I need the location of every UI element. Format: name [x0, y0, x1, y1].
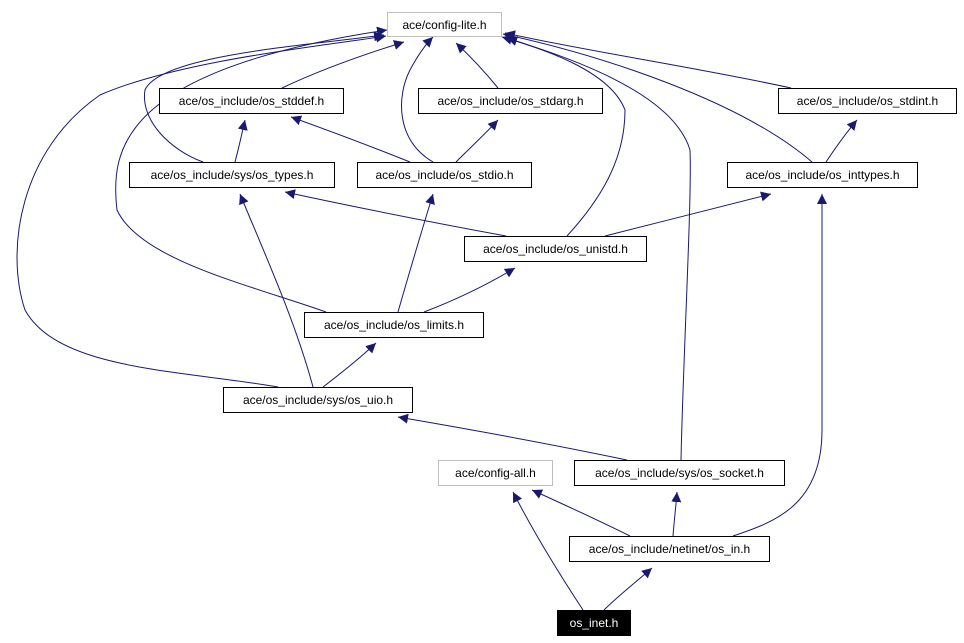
edge-netinet-os-in-to-sys-os-socket: [671, 491, 682, 537]
node-config-all[interactable]: ace/config-all.h: [438, 460, 553, 486]
edge-os-unistd-to-config-lite: [501, 34, 626, 237]
edge-os-inet-to-netinet-os-in: [603, 567, 653, 611]
edge-netinet-os-in-to-config-all: [531, 489, 631, 537]
node-os-stdarg[interactable]: ace/os_include/os_stdarg.h: [418, 88, 603, 114]
edge-sys-os-uio-to-config-lite: [16, 32, 387, 388]
node-os-limits[interactable]: ace/os_include/os_limits.h: [304, 312, 484, 338]
node-sys-os-uio[interactable]: ace/os_include/sys/os_uio.h: [223, 387, 413, 413]
edge-os-unistd-to-os-inttypes: [604, 191, 772, 237]
edge-os-limits-to-os-stdio: [397, 193, 435, 313]
edge-os-stdarg-to-config-lite: [455, 42, 499, 89]
edge-sys-os-uio-to-os-limits: [322, 342, 377, 388]
edge-os-stdio-to-os-stddef: [290, 115, 411, 163]
edge-sys-os-socket-to-config-lite: [506, 36, 691, 461]
node-netinet-os-in[interactable]: ace/os_include/netinet/os_in.h: [569, 536, 770, 562]
node-os-stdio[interactable]: ace/os_include/os_stdio.h: [357, 162, 532, 188]
node-sys-os-types[interactable]: ace/os_include/sys/os_types.h: [129, 162, 335, 188]
edge-sys-os-socket-to-sys-os-uio: [397, 413, 628, 461]
node-os-stddef[interactable]: ace/os_include/os_stddef.h: [159, 88, 344, 114]
edge-os-inet-to-config-all: [512, 491, 584, 611]
edge-os-limits-to-config-lite: [115, 26, 388, 313]
node-config-lite[interactable]: ace/config-lite.h: [387, 12, 502, 37]
edge-sys-os-uio-to-sys-os-types: [239, 193, 314, 388]
node-sys-os-socket[interactable]: ace/os_include/sys/os_socket.h: [574, 460, 785, 486]
edge-os-inttypes-to-config-lite: [502, 31, 813, 163]
edge-os-inttypes-to-os-stdint: [825, 119, 858, 163]
edge-os-stdint-to-config-lite: [504, 30, 792, 89]
node-os-inet[interactable]: os_inet.h: [557, 610, 631, 636]
edge-sys-os-types-to-os-stddef: [234, 119, 248, 163]
edge-os-unistd-to-sys-os-types: [284, 189, 507, 237]
edge-os-stdio-to-os-stdarg: [455, 119, 499, 163]
edge-netinet-os-in-to-os-inttypes: [732, 194, 827, 537]
edge-os-stddef-to-config-lite: [281, 40, 405, 89]
node-os-inttypes[interactable]: ace/os_include/os_inttypes.h: [727, 162, 918, 188]
edge-os-stdio-to-config-lite: [401, 36, 434, 163]
node-os-stdint[interactable]: ace/os_include/os_stdint.h: [778, 88, 957, 114]
edge-sys-os-types-to-config-lite: [143, 31, 385, 163]
edge-os-limits-to-os-unistd: [423, 267, 516, 313]
node-os-unistd[interactable]: ace/os_include/os_unistd.h: [464, 236, 647, 262]
